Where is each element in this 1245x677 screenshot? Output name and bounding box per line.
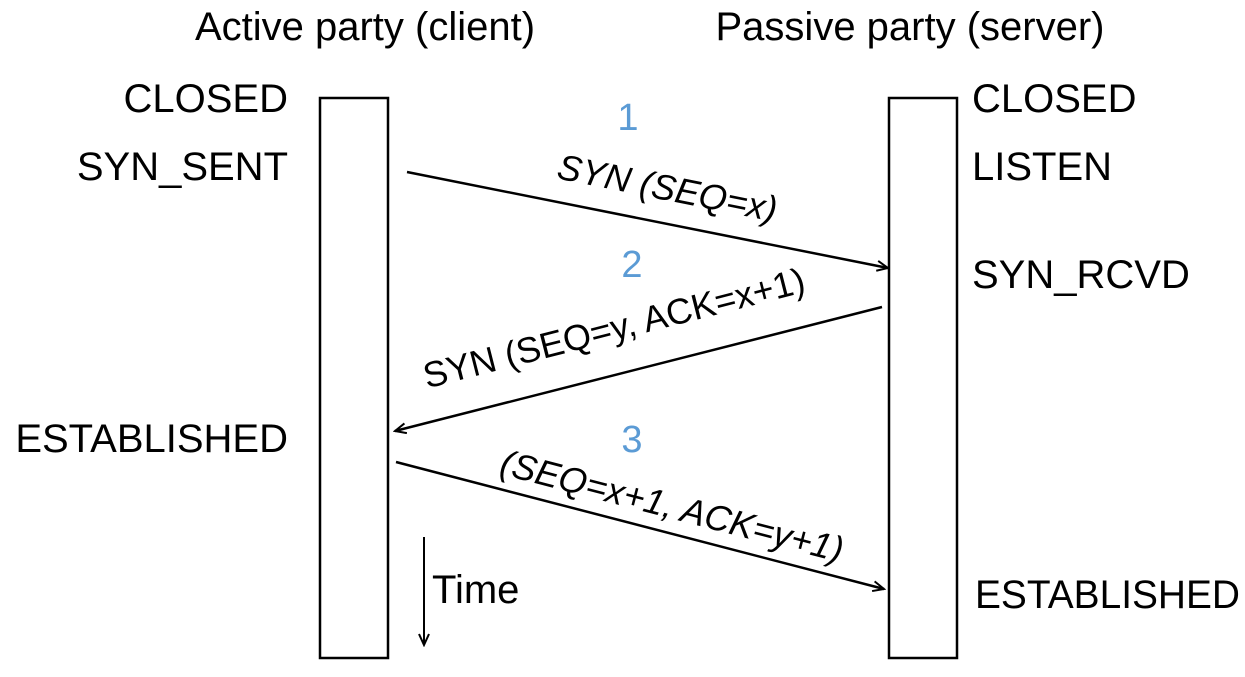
server-state-established: ESTABLISHED [975, 573, 1240, 617]
server-state-syn-rcvd: SYN_RCVD [972, 253, 1190, 297]
client-state-syn-sent: SYN_SENT [77, 145, 288, 189]
server-state-closed: CLOSED [972, 77, 1137, 121]
server-state-listen: LISTEN [972, 145, 1112, 189]
step-number-2: 2 [621, 244, 642, 286]
time-label: Time [432, 568, 519, 612]
client-state-closed: CLOSED [124, 77, 289, 121]
message-label-1: SYN (SEQ=x) [554, 146, 781, 230]
server-lifeline [887, 96, 959, 660]
message-label-3: (SEQ=x+1, ACK=y+1) [496, 442, 848, 571]
client-header: Active party (client) [195, 5, 535, 49]
client-state-established: ESTABLISHED [15, 417, 288, 461]
message-arrow-2 [395, 305, 883, 431]
client-lifeline [318, 96, 390, 660]
step-number-3: 3 [621, 419, 642, 461]
step-number-1: 1 [617, 97, 638, 139]
server-header: Passive party (server) [716, 5, 1105, 49]
message-arrow-3 [395, 460, 884, 589]
message-arrow-1 [406, 170, 888, 268]
